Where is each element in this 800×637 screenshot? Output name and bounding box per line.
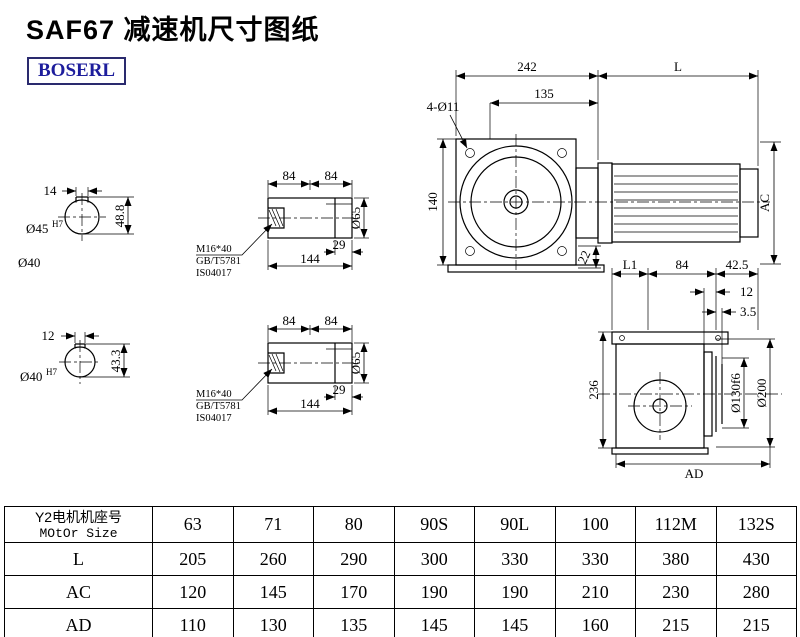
table-cell: 190 <box>393 575 475 609</box>
table-cell: 110 <box>152 608 234 637</box>
table-cell: 132S <box>715 506 797 543</box>
table-row: AD 110 130 135 145 145 160 215 215 <box>4 608 797 637</box>
dim-d65: Ø65 <box>348 352 363 374</box>
dim-d65: Ø65 <box>348 207 363 229</box>
table-cell: 71 <box>232 506 314 543</box>
table-cell: 145 <box>393 608 475 637</box>
table-header-row: Y2电机机座号 MOtOr Size 63 71 80 90S 90L 100 … <box>4 506 797 543</box>
table-cell: 280 <box>715 575 797 609</box>
table-cell: 112M <box>635 506 717 543</box>
gearbox-side-view: L1 84 42.5 12 3.5 236 Ø130f6 Ø200 AD <box>586 257 782 481</box>
page-title: SAF67 减速机尺寸图纸 <box>26 15 320 45</box>
table-cell: 300 <box>393 542 475 576</box>
thread-note-3: IS04017 <box>196 268 232 279</box>
dim-d130: Ø130f6 <box>728 373 743 413</box>
bore-label-d40h7: Ø40 <box>20 369 42 384</box>
technical-drawing: 242 L 135 4-Ø11 140 AC 22 14 48.8 Ø45 H7 <box>18 59 782 481</box>
table-cell: 90S <box>393 506 475 543</box>
gearbox-front-view: 242 L 135 4-Ø11 140 AC 22 <box>425 59 781 273</box>
dim-84-a: 84 <box>283 313 297 328</box>
table-cell: 145 <box>232 575 314 609</box>
table-cell: 170 <box>313 575 395 609</box>
dim-AC: AC <box>757 194 772 212</box>
table-cell: 210 <box>554 575 636 609</box>
table-cell: 90L <box>474 506 556 543</box>
dim-14: 14 <box>44 183 58 198</box>
dimension-table: Y2电机机座号 MOtOr Size 63 71 80 90S 90L 100 … <box>4 506 797 637</box>
thread-note-3: IS04017 <box>196 413 232 424</box>
table-cell: 100 <box>554 506 636 543</box>
dim-12: 12 <box>42 328 55 343</box>
dim-bolt-holes: 4-Ø11 <box>427 99 460 114</box>
dim-140: 140 <box>425 192 440 212</box>
row-label: AC <box>4 575 153 609</box>
dim-d200: Ø200 <box>754 379 769 408</box>
bore-fit-h7: H7 <box>46 367 57 377</box>
dim-144: 144 <box>300 251 320 266</box>
table-cell: 290 <box>313 542 395 576</box>
table-cell: 190 <box>474 575 556 609</box>
table-cell: 215 <box>635 608 717 637</box>
thread-note-2: GB/T5781 <box>196 256 241 267</box>
dim-43-3: 43.3 <box>108 350 123 373</box>
table-cell: 63 <box>152 506 234 543</box>
table-cell: 215 <box>715 608 797 637</box>
table-cell: 205 <box>152 542 234 576</box>
dim-48-8: 48.8 <box>112 205 127 228</box>
table-cell: 380 <box>635 542 717 576</box>
dim-84-b: 84 <box>325 168 339 183</box>
dim-84-b: 84 <box>325 313 339 328</box>
thread-note-2: GB/T5781 <box>196 401 241 412</box>
dim-135: 135 <box>534 86 554 101</box>
table-cell: 160 <box>554 608 636 637</box>
dim-144: 144 <box>300 396 320 411</box>
dim-L1: L1 <box>623 257 637 272</box>
table-cell: 80 <box>313 506 395 543</box>
dim-29: 29 <box>333 237 346 252</box>
table-cell: 135 <box>313 608 395 637</box>
dim-AD: AD <box>685 466 704 481</box>
dim-242: 242 <box>517 59 537 74</box>
table-cell: 230 <box>635 575 717 609</box>
table-cell: 130 <box>232 608 314 637</box>
row-label: L <box>4 542 153 576</box>
table-cell: 145 <box>474 608 556 637</box>
shaft-side-bottom-view: 84 84 29 144 Ø65 M16*40 GB/T5781 IS04017 <box>196 313 369 424</box>
dim-3-5: 3.5 <box>740 304 756 319</box>
motor-size-label-cn: Y2电机机座号 <box>34 508 123 525</box>
motor-size-header-cell: Y2电机机座号 MOtOr Size <box>4 506 153 543</box>
table-row: AC 120 145 170 190 190 210 230 280 <box>4 575 797 609</box>
dim-22: 22 <box>574 248 593 266</box>
dim-236: 236 <box>586 380 601 400</box>
table-cell: 330 <box>474 542 556 576</box>
shaft-section-bottom-view: 12 43.3 Ø40 H7 <box>20 328 130 384</box>
label-d40: Ø40 <box>18 255 40 270</box>
bore-fit-h7: H7 <box>52 219 63 229</box>
dim-29: 29 <box>333 382 346 397</box>
bore-label-d45: Ø45 <box>26 221 48 236</box>
table-cell: 120 <box>152 575 234 609</box>
dim-84: 84 <box>676 257 690 272</box>
boserl-logo: BOSERL <box>27 57 127 85</box>
thread-note-1: M16*40 <box>196 244 232 255</box>
motor-size-label-en: MOtOr Size <box>39 525 118 541</box>
table-cell: 260 <box>232 542 314 576</box>
table-cell: 330 <box>554 542 636 576</box>
dim-L: L <box>674 59 682 74</box>
shaft-section-top-view: 14 48.8 Ø45 H7 Ø40 <box>18 183 134 270</box>
shaft-side-top-view: 84 84 29 144 Ø65 M16*40 GB/T5781 IS04017 <box>196 168 369 279</box>
row-label: AD <box>4 608 153 637</box>
thread-note-1: M16*40 <box>196 389 232 400</box>
dim-42-5: 42.5 <box>726 257 749 272</box>
table-cell: 430 <box>715 542 797 576</box>
table-row: L 205 260 290 300 330 330 380 430 <box>4 542 797 576</box>
dim-84-a: 84 <box>283 168 297 183</box>
dim-12: 12 <box>740 284 753 299</box>
